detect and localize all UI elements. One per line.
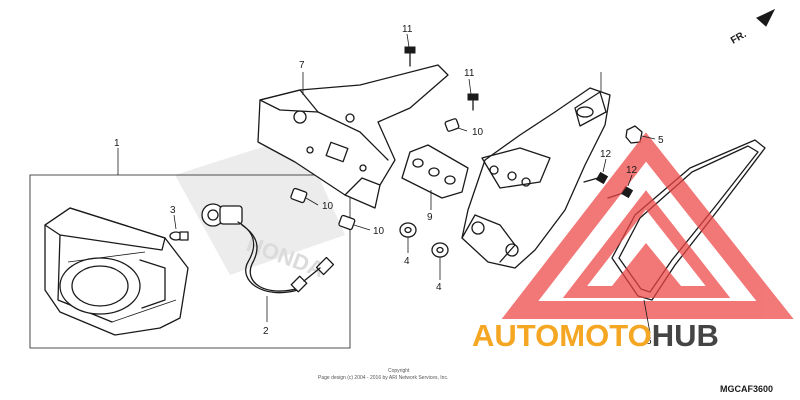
- license-light-grommet: [401, 144, 469, 199]
- brand-part2: HUB: [652, 318, 719, 353]
- callout-10b: 10: [322, 201, 334, 212]
- bulb: [169, 231, 189, 241]
- front-direction-indicator: FR.: [729, 8, 776, 47]
- socket-harness: [201, 203, 335, 294]
- assembly-frame: [29, 174, 351, 349]
- callout-12a: 12: [600, 149, 612, 160]
- callout-labels: 1 2 3 4 4 5 6 7 9 10 10 10 11 11 12 12: [114, 24, 664, 347]
- callout-10c: 10: [373, 226, 385, 237]
- rear-fender-cover: [257, 64, 449, 209]
- callout-4b: 4: [436, 282, 442, 293]
- callout-12b: 12: [626, 165, 638, 176]
- callout-6: 6: [646, 336, 652, 347]
- callout-3: 3: [170, 205, 176, 216]
- callout-4a: 4: [404, 256, 410, 267]
- brand-wordmark: AUTOMOTOHUB: [472, 318, 719, 353]
- bolt-5: [625, 125, 643, 144]
- clip-fasteners: [290, 118, 460, 231]
- callout-1: 1: [114, 138, 120, 149]
- front-direction-label: FR.: [729, 29, 749, 47]
- callout-5: 5: [658, 135, 664, 146]
- taillight-assembly: [44, 207, 189, 336]
- copyright-line2: Page design (c) 2004 - 2016 by ARI Netwo…: [318, 375, 448, 381]
- leader-lines: [117, 33, 656, 334]
- brand-part1: AUTOMOTO: [472, 318, 652, 353]
- callout-9: 9: [427, 212, 433, 223]
- catalog-code: MGCAF3600: [720, 384, 773, 394]
- automotohub-logo: [501, 132, 794, 319]
- callout-2: 2: [263, 326, 269, 337]
- callout-11b: 11: [464, 68, 475, 79]
- callout-7: 7: [299, 60, 305, 71]
- rear-housing: [461, 87, 611, 269]
- copyright-line1: Copyright: [388, 368, 410, 374]
- arrow-right-icon: [756, 8, 776, 27]
- callout-11a: 11: [402, 24, 413, 35]
- bolts-11: [404, 46, 479, 111]
- rubber-dampers: [399, 222, 449, 258]
- callout-10a: 10: [472, 127, 484, 138]
